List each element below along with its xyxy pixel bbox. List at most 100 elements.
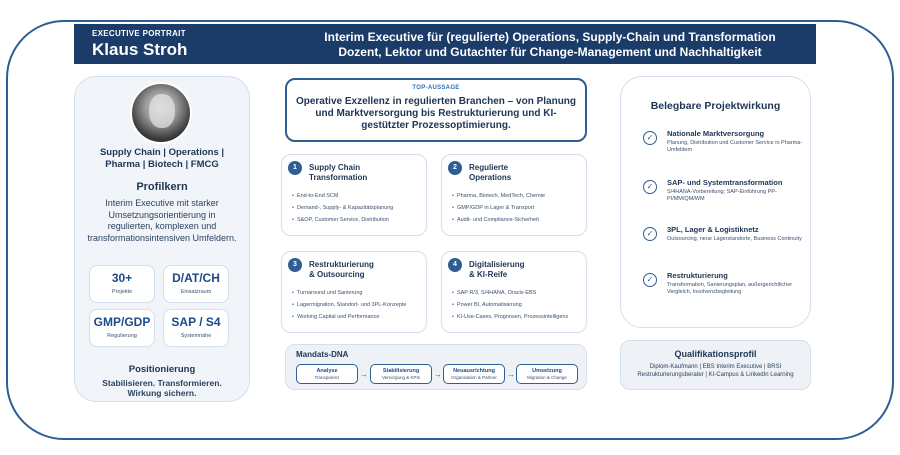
impact-card: Belegbare Projektwirkung ✓ Nationale Mar… bbox=[620, 76, 811, 328]
kpi-label: Systemnähe bbox=[180, 333, 212, 339]
mandate-dna: Mandats-DNA Analyse Transparenz → Stabil… bbox=[285, 344, 587, 390]
service-title-line2: & Outsourcing bbox=[309, 269, 365, 279]
service-number: 3 bbox=[288, 258, 302, 272]
kpi-projects: 30+ Projekte bbox=[89, 265, 155, 303]
service-item: Lagermigration, Standort- und 3PL-Konzep… bbox=[292, 302, 406, 308]
dna-step-sub: Transparenz bbox=[314, 375, 340, 380]
header-eyebrow: EXECUTIVE PORTRAIT bbox=[92, 29, 186, 38]
service-title-line2: Transformation bbox=[309, 172, 368, 182]
qualification-line-2: Restrukturierungsberater | KI-Campus & L… bbox=[637, 372, 794, 378]
impact-title: Nationale Marktversorgung bbox=[667, 129, 765, 138]
kpi-value: 30+ bbox=[111, 271, 133, 285]
impact-title: SAP- und Systemtransformation bbox=[667, 178, 783, 187]
dna-step-title: Neuausrichtung bbox=[453, 368, 495, 374]
impact-heading: Belegbare Projektwirkung bbox=[650, 100, 781, 112]
sector-line-2: Pharma | Biotech | FMCG bbox=[105, 159, 219, 170]
service-item: End-to-End SCM bbox=[292, 193, 393, 199]
qualification-line-1: Diplom-Kaufmann | EBS Interim Executive … bbox=[649, 364, 782, 370]
service-number: 4 bbox=[448, 258, 462, 272]
service-card-regulated-operations: 2 Regulierte Operations Pharma, Biotech,… bbox=[441, 154, 587, 236]
service-card-digitalization: 4 Digitalisierung & KI-Reife SAP R/3, S/… bbox=[441, 251, 587, 333]
arrow-right-icon: → bbox=[507, 370, 515, 379]
service-item: GMP/GDP in Lager & Transport bbox=[452, 205, 545, 211]
service-card-restructuring: 3 Restrukturierung & Outsourcing Turnaro… bbox=[281, 251, 427, 333]
arrow-right-icon: → bbox=[434, 370, 442, 379]
dna-step-sub: Migration & Change bbox=[527, 375, 567, 380]
arrow-right-icon: → bbox=[360, 370, 368, 379]
kpi-label: Regulierung bbox=[107, 333, 137, 339]
check-icon: ✓ bbox=[643, 180, 657, 194]
service-item: SAP R/3, S/4HANA, Oracle EBS bbox=[452, 290, 568, 296]
kpi-value: SAP / S4 bbox=[171, 315, 221, 329]
kpi-region: D/AT/CH Einsatzraum bbox=[163, 265, 229, 303]
header-banner: EXECUTIVE PORTRAIT Klaus Stroh Interim E… bbox=[74, 24, 816, 64]
service-item: S&OP, Customer Service, Distribution bbox=[292, 217, 393, 223]
qualification-card: Qualifikationsprofil Diplom-Kaufmann | E… bbox=[620, 340, 811, 390]
profile-card: Supply Chain | Operations | Pharma | Bio… bbox=[74, 76, 250, 402]
service-title-line1: Regulierte bbox=[469, 163, 509, 172]
header-title-line2: Dozent, Lektor und Gutachter für Change-… bbox=[338, 45, 762, 59]
service-items: End-to-End SCM Demand-, Supply- & Kapazi… bbox=[292, 193, 393, 229]
impact-title: Restrukturierung bbox=[667, 271, 728, 280]
dna-step-stabilization: Stabilisierung Versorgung & KPIs bbox=[370, 364, 432, 384]
positioning-text: Stabilisieren. Transformieren. Wirkung s… bbox=[75, 378, 249, 398]
service-item: Demand-, Supply- & Kapazitätsplanung bbox=[292, 205, 393, 211]
sector-line-1: Supply Chain | Operations | bbox=[99, 147, 225, 158]
service-items: Turnaround und Sanierung Lagermigration,… bbox=[292, 290, 406, 326]
service-item: Turnaround und Sanierung bbox=[292, 290, 406, 296]
profilkern-heading: Profilkern bbox=[136, 181, 188, 193]
dna-step-realignment: Neuausrichtung Organisation & Partner bbox=[443, 364, 505, 384]
statement-label: TOP-AUSSAGE bbox=[412, 85, 460, 91]
service-title-line1: Supply Chain bbox=[309, 163, 361, 172]
impact-desc: Transformation, Sanierungsplan, außerger… bbox=[667, 282, 793, 295]
service-title-line1: Digitalisierung bbox=[469, 260, 525, 269]
profilkern-text: Interim Executive mit starker Umsetzungs… bbox=[87, 198, 237, 243]
impact-title: 3PL, Lager & Logistiknetz bbox=[667, 225, 759, 234]
service-card-supply-chain: 1 Supply Chain Transformation End-to-End… bbox=[281, 154, 427, 236]
service-item: Power BI, Automatisierung bbox=[452, 302, 568, 308]
positioning-line-1: Stabilisieren. Transformieren. bbox=[102, 378, 222, 388]
service-items: SAP R/3, S/4HANA, Oracle EBS Power BI, A… bbox=[452, 290, 568, 326]
impact-desc: Outsourcing, neue Lagerstandorte, Busine… bbox=[667, 236, 802, 242]
kpi-value: D/AT/CH bbox=[172, 271, 220, 285]
service-item: Audit- und Compliance-Sicherheit bbox=[452, 217, 545, 223]
top-statement: TOP-AUSSAGE Operative Exzellenz in regul… bbox=[285, 78, 587, 142]
kpi-systems: SAP / S4 Systemnähe bbox=[163, 309, 229, 347]
kpi-value: GMP/GDP bbox=[93, 315, 151, 329]
kpi-label: Projekte bbox=[111, 289, 133, 295]
person-name: Klaus Stroh bbox=[92, 40, 188, 59]
dna-step-analysis: Analyse Transparenz bbox=[296, 364, 358, 384]
kpi-regulation: GMP/GDP Regulierung bbox=[89, 309, 155, 347]
dna-step-title: Umsetzung bbox=[532, 368, 562, 374]
service-title: Digitalisierung & KI-Reife bbox=[469, 260, 525, 279]
outer-frame bbox=[6, 20, 894, 440]
service-title-line2: & KI-Reife bbox=[469, 269, 508, 279]
dna-heading: Mandats-DNA bbox=[296, 350, 349, 359]
service-item: Working Capital und Performance bbox=[292, 314, 406, 320]
positioning-heading: Positionierung bbox=[128, 364, 196, 375]
service-title-line1: Restrukturierung bbox=[309, 260, 374, 269]
check-icon: ✓ bbox=[643, 227, 657, 241]
impact-desc: Planung, Distribution und Customer Servi… bbox=[667, 140, 803, 153]
qualification-text: Diplom-Kaufmann | EBS Interim Executive … bbox=[625, 363, 806, 379]
service-title-line2: Operations bbox=[469, 172, 512, 182]
sector-tags: Supply Chain | Operations | Pharma | Bio… bbox=[81, 147, 243, 171]
dna-step-implementation: Umsetzung Migration & Change bbox=[516, 364, 578, 384]
service-item: Pharma, Biotech, MedTech, Chemie bbox=[452, 193, 545, 199]
kpi-label: Einsatzraum bbox=[180, 289, 212, 295]
impact-desc: S/4HANA-Vorbereitung; SAP-Einführung PP-… bbox=[667, 189, 777, 202]
service-number: 1 bbox=[288, 161, 302, 175]
service-item: KI-Use-Cases, Prognosen, Prozessintellig… bbox=[452, 314, 568, 320]
dna-step-sub: Versorgung & KPIs bbox=[381, 375, 421, 380]
dna-step-title: Analyse bbox=[316, 368, 338, 374]
qualification-heading: Qualifikationsprofil bbox=[674, 349, 757, 359]
avatar bbox=[130, 82, 192, 144]
positioning-line-2: Wirkung sichern. bbox=[127, 388, 197, 398]
service-items: Pharma, Biotech, MedTech, Chemie GMP/GDP… bbox=[452, 193, 545, 229]
service-title: Supply Chain Transformation bbox=[309, 163, 367, 182]
service-title: Regulierte Operations bbox=[469, 163, 511, 182]
header-title-line1: Interim Executive für (regulierte) Opera… bbox=[324, 30, 776, 44]
check-icon: ✓ bbox=[643, 273, 657, 287]
statement-text: Operative Exzellenz in regulierten Branc… bbox=[295, 96, 577, 131]
service-title: Restrukturierung & Outsourcing bbox=[309, 260, 374, 279]
